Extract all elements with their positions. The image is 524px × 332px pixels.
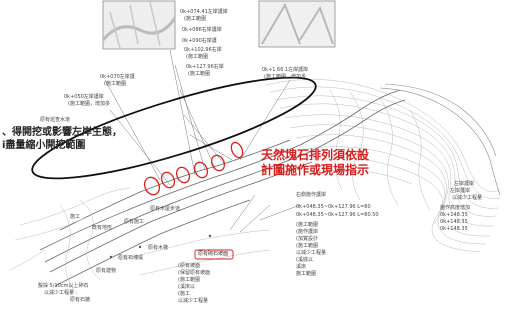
label-top-8: (施工範圍 xyxy=(188,71,210,77)
red-annotation-line2: 計圖施作或現場指示 xyxy=(261,163,370,177)
label-top-6: (施工範圍 xyxy=(186,54,208,60)
label-top-left-1: 0k+070左岸護 xyxy=(100,74,135,80)
label-right-2: 左岸護岸 xyxy=(450,188,471,194)
label-top-2: (施工範圍 xyxy=(184,16,206,22)
label-left-6: 擬採 5/10cm以上碎石 xyxy=(38,283,89,289)
marker-dots xyxy=(109,234,212,259)
label-left-9: 原有木棧 xyxy=(148,245,169,251)
stream-banks xyxy=(39,89,406,287)
label-top-5: 0k+102.96右岸 xyxy=(184,47,222,53)
label-lower-right-6: (加寬設計 xyxy=(296,236,318,242)
label-top-left-3: 0k+050左岸護岸 xyxy=(64,94,104,100)
label-lower-right-7: (施工範圍 xyxy=(296,243,318,249)
label-right-5: 0k+148.35 xyxy=(440,212,468,218)
bottom-para-1: (原有坡面 xyxy=(178,263,200,269)
label-left-10: 原有建物 xyxy=(96,268,117,274)
rock-placement-marks xyxy=(143,141,244,196)
label-left-2: 原有木屋步道 xyxy=(150,206,181,212)
bottom-para-5: (施工 xyxy=(178,291,190,297)
label-lower-right-4: (施工範圍 xyxy=(296,222,318,228)
left-annotation-line2: i盡量縮小開挖範圍 xyxy=(2,140,86,151)
label-left-11: 原有石牆 xyxy=(70,297,91,303)
label-top-right: 0k+1 66.1左岸護岸 xyxy=(262,67,309,73)
label-right-7: 0k+148.35 xyxy=(440,226,468,232)
label-top-4: 0k+090右岸護 xyxy=(182,38,217,44)
label-left-1: 原有巡查水道 xyxy=(40,117,71,123)
label-top-3: 0k+086右岸護岸 xyxy=(182,27,222,33)
label-top-left-4: (施工範圍，增加多 xyxy=(68,101,110,107)
label-lower-right-2: 0k+048.35~0k+127.96 L=80 xyxy=(296,204,371,210)
red-annotation-line1: 天然塊石排列須依設 xyxy=(261,148,370,162)
label-lower-right-1: 右側施作護岸 xyxy=(296,192,327,198)
label-left-8: 原有石塊堤 xyxy=(118,255,144,261)
label-lower-right-3: 0k+048.35~0k+127.96 L=80.50 xyxy=(296,212,379,218)
label-right-6: 0k+148.35 xyxy=(440,219,468,225)
label-left-4: 施工 xyxy=(70,214,81,220)
label-right-3: 以減少工程量 xyxy=(452,195,483,201)
label-left-3: 原有施工 xyxy=(124,219,145,225)
terrain-lower xyxy=(9,187,271,296)
label-right-1: 左岸護岸 xyxy=(454,181,475,187)
label-lower-right-11: 施工範圍 xyxy=(296,271,317,277)
site-photo-left xyxy=(101,0,177,50)
label-right-4: 施作高度增加 xyxy=(440,205,471,211)
boxed-label-frame xyxy=(194,249,234,260)
boxed-label: 原有砌石坡面 xyxy=(198,251,229,257)
label-left-7: 以減少工程量 xyxy=(44,290,75,296)
terrain-right xyxy=(379,83,501,196)
left-annotation-line1: 、得開挖或影響左岸生態， xyxy=(2,127,122,138)
bottom-para-6: 以減少工程量 xyxy=(178,298,209,304)
label-top-right-sub: (施工範圍，增加多 xyxy=(264,74,306,80)
label-lower-right-10: 溪床 xyxy=(296,264,307,270)
bottom-para-2: (保留原有坡面 xyxy=(178,270,210,276)
label-top-7: 0k+127.96右岸 xyxy=(186,64,224,70)
label-lower-right-9: (溪底以 xyxy=(296,257,313,263)
left-bank-ellipse xyxy=(31,76,317,180)
bottom-para-4: (溪床以 xyxy=(178,284,195,290)
label-left-5: 既有地形 xyxy=(92,225,113,231)
site-photo-right xyxy=(258,0,336,48)
label-lower-right-5: (施作護岸 xyxy=(296,229,318,235)
terrain-contours xyxy=(264,79,501,253)
label-lower-right-8: 以減少工程量 xyxy=(296,250,327,256)
bottom-para-3: (施工範圍 xyxy=(178,277,200,283)
label-top-left-2: (施工範圍 xyxy=(104,81,126,87)
label-top-1: 0k+074.41左岸護岸 xyxy=(180,9,228,15)
